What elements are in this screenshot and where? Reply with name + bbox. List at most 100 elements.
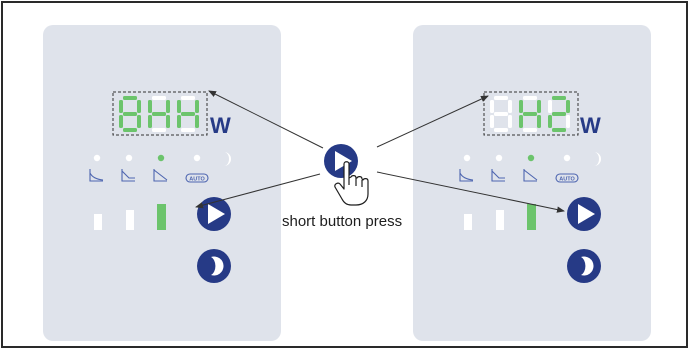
segment-g [181,112,195,116]
segment-d [123,128,137,132]
segment-g [152,112,166,116]
mode-led [93,154,101,162]
auto-mode-icon [555,173,579,183]
power-curve-mode-1-icon [459,169,474,182]
segment-e [519,115,523,128]
level-bar [527,204,536,230]
power-curve-mode-3-icon [153,169,168,182]
segment-c [137,115,141,128]
segment-f [519,100,523,113]
night-mode-button-circle[interactable] [567,249,601,283]
segment-g [552,112,566,116]
play-icon [578,204,595,224]
segment-b [137,100,141,113]
auto-mode-icon [185,173,209,183]
digit-3 [548,96,570,132]
auto-mode-label: AUTO [189,176,205,182]
segment-a [123,96,137,100]
action-caption: short button press [282,213,402,230]
right-control-panel: W AUTO [413,25,651,341]
segment-e [177,115,181,128]
mode-leds [93,154,201,162]
segment-f [119,100,123,113]
segment-f [148,100,152,113]
segment-d [152,128,166,132]
segment-a [181,96,195,100]
night-mode-indicator-icon [224,152,231,166]
center-play-icon [335,151,352,171]
segment-f [490,100,494,113]
level-bars [464,204,536,230]
digit-3 [177,96,199,132]
segment-a [152,96,166,100]
digit-1 [490,96,512,132]
segment-a [523,96,537,100]
mode-led [157,154,165,162]
segment-c [508,115,512,128]
pressing-hand-icon [334,161,369,206]
segment-c [566,115,570,128]
segment-e [490,115,494,128]
seven-segment-display [119,96,199,132]
segment-c [195,115,199,128]
night-mode-button[interactable] [567,249,601,283]
auto-mode-label: AUTO [559,176,575,182]
digit-1 [119,96,141,132]
panel-background [43,25,281,341]
arrow-to-left-play-button [195,173,321,209]
segment-b [508,100,512,113]
segment-c [166,115,170,128]
level-bar [94,214,102,230]
moon-icon [581,256,594,276]
mode-led [193,154,201,162]
night-mode-button-circle[interactable] [197,249,231,283]
moon-icon [211,256,224,276]
segment-d [494,128,508,132]
arrows [195,90,565,213]
segment-g [523,112,537,116]
segment-b [537,100,541,113]
level-bars [94,204,166,230]
play-icon [208,204,225,224]
segment-e [119,115,123,128]
level-bar [126,210,134,230]
segment-e [548,115,552,128]
power-curve-mode-2-icon [121,169,135,182]
play-button[interactable] [197,197,231,231]
segment-a [494,96,508,100]
mode-icons [459,169,579,183]
segment-f [177,100,181,113]
mode-led [463,154,471,162]
level-bar [464,214,472,230]
power-curve-mode-3-icon [523,169,538,182]
play-button[interactable] [567,197,601,231]
mode-led [125,154,133,162]
segment-g [123,112,137,116]
arrow-to-left-display [208,90,324,149]
level-bar [496,210,504,230]
segment-b [166,100,170,113]
power-curve-mode-1-icon [89,169,104,182]
arrow-to-right-play-button [376,171,565,213]
digit-2 [519,96,541,132]
segment-b [566,100,570,113]
mode-icons [89,169,209,183]
segment-f [548,100,552,113]
center-play-button[interactable] [324,144,358,178]
mode-led [563,154,571,162]
night-mode-indicator-icon [594,152,601,166]
night-mode-button[interactable] [197,249,231,283]
panel-background [413,25,651,341]
segment-b [195,100,199,113]
mode-led [495,154,503,162]
seven-segment-display [490,96,570,132]
display-highlight-box [112,91,208,136]
left-control-panel: W AUTO [43,25,281,341]
display-highlight-box [483,91,579,136]
segment-d [523,128,537,132]
mode-led [527,154,535,162]
digit-2 [148,96,170,132]
segment-e [148,115,152,128]
segment-g [494,112,508,116]
